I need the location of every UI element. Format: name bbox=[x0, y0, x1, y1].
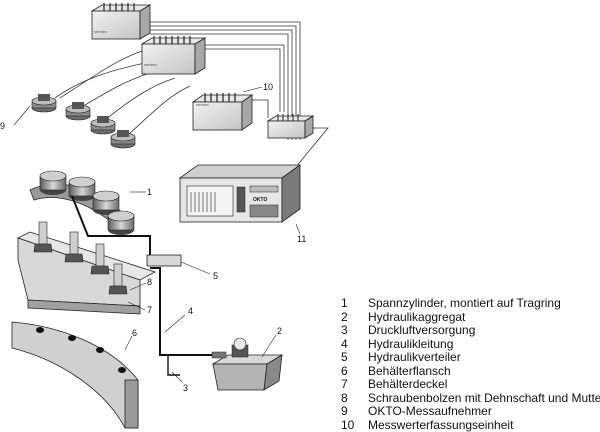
hydraulic-unit bbox=[212, 338, 282, 390]
control-cabinet: OKTO bbox=[180, 165, 300, 222]
measurement-unit-top: semtec bbox=[92, 3, 150, 39]
okto-sensor bbox=[32, 94, 56, 112]
measurement-unit-middle: semtec bbox=[142, 36, 205, 74]
legend-number: 7 bbox=[341, 378, 368, 392]
legend-number: 10 bbox=[341, 419, 368, 432]
callout-2: 2 bbox=[277, 326, 282, 336]
tank-flange bbox=[12, 322, 138, 428]
okto-sensor bbox=[66, 102, 90, 120]
legend-text: Behälterdeckel bbox=[368, 378, 447, 392]
legend-text: OKTO-Messaufnehmer bbox=[368, 405, 492, 419]
legend-number: 1 bbox=[341, 297, 368, 311]
legend-text: Druckluftversorgung bbox=[368, 324, 475, 338]
measurement-unit-main: semtec bbox=[193, 93, 252, 130]
legend-number: 3 bbox=[341, 324, 368, 338]
measurement-unit-small bbox=[268, 114, 313, 138]
brand-label: semtec bbox=[144, 62, 157, 67]
legend-text: Behälterflansch bbox=[368, 365, 451, 379]
okto-sensor bbox=[91, 116, 115, 134]
cabinet-label: OKTO bbox=[253, 197, 267, 203]
legend-number: 4 bbox=[341, 338, 368, 352]
callout-7: 7 bbox=[147, 305, 152, 315]
legend-text: Hydraulikleitung bbox=[368, 338, 453, 352]
legend-text: Hydraulikverteiler bbox=[368, 351, 461, 365]
legend-text: Messwerterfassungseinheit bbox=[368, 419, 513, 432]
callout-11: 11 bbox=[297, 234, 306, 244]
okto-sensor bbox=[111, 130, 135, 148]
callout-6: 6 bbox=[132, 328, 137, 338]
legend-number: 8 bbox=[341, 392, 368, 406]
callout-5: 5 bbox=[213, 271, 218, 281]
legend-number: 5 bbox=[341, 351, 368, 365]
callout-8: 8 bbox=[147, 277, 152, 287]
callout-3: 3 bbox=[183, 383, 188, 393]
legend-text: Schraubenbolzen mit Dehnschaft und Mutte… bbox=[368, 392, 600, 406]
callout-1: 1 bbox=[147, 187, 152, 197]
legend-text: Hydraulikaggregat bbox=[368, 311, 465, 325]
okto-sensors bbox=[32, 94, 135, 148]
callout-10: 10 bbox=[263, 82, 273, 92]
callout-9: 9 bbox=[0, 121, 5, 131]
legend-number: 2 bbox=[341, 311, 368, 325]
legend-text: Spannzylinder, montiert auf Tragring bbox=[368, 297, 561, 311]
hydraulic-distributor bbox=[147, 255, 181, 266]
callout-4: 4 bbox=[188, 306, 193, 316]
brand-label: semtec bbox=[94, 29, 107, 34]
legend-number: 6 bbox=[341, 365, 368, 379]
compressed-air-line bbox=[168, 355, 180, 375]
brand-label: semtec bbox=[196, 102, 209, 107]
legend-number: 9 bbox=[341, 405, 368, 419]
